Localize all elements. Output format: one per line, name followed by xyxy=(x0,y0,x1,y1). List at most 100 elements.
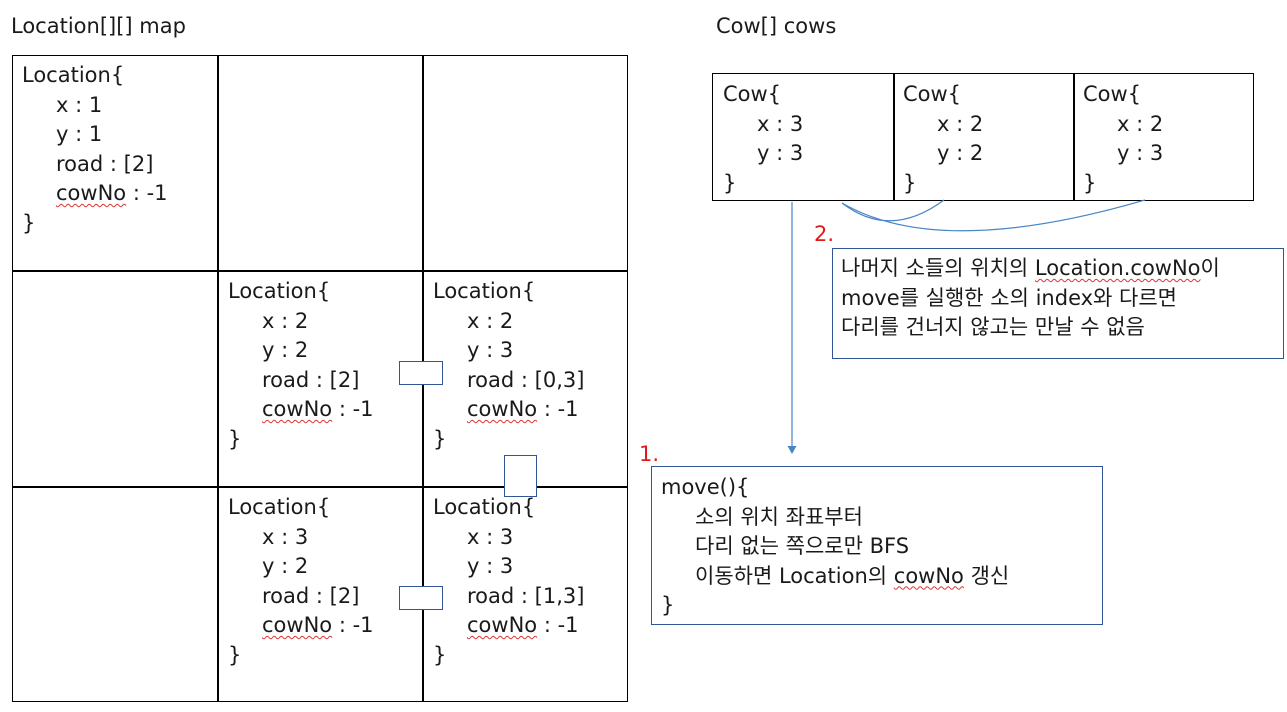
move-open: move(){ xyxy=(661,475,750,499)
map-title: Location[][] map xyxy=(11,14,186,38)
cow-close: } xyxy=(723,170,737,195)
move-line3-b: cowNo xyxy=(893,563,964,588)
note2-line2: move를 실행한 소의 index와 다르면 xyxy=(841,285,1178,310)
location-x: x : 2 xyxy=(262,308,309,333)
road-value: : [0,3] xyxy=(514,367,585,392)
step-number-2: 2. xyxy=(814,222,835,246)
location-cowno: cowNo : -1 xyxy=(433,395,584,425)
note2-line1: 나머지 소들의 위치의 Location.cowNo이 xyxy=(841,254,1283,284)
note-box-comparison: 나머지 소들의 위치의 Location.cowNo이 move를 실행한 소의… xyxy=(832,248,1284,359)
location-x: x : 1 xyxy=(56,92,103,117)
cows-divider xyxy=(893,74,895,200)
location-open: Location{ xyxy=(22,63,125,87)
cow-1: Cow{ x : 2 y : 2 } xyxy=(903,80,983,198)
move-line3-c: 갱신 xyxy=(963,563,1010,588)
location-open: Location{ xyxy=(433,279,536,303)
location-y: y : 1 xyxy=(56,122,103,146)
road-value: : [2] xyxy=(309,583,360,608)
cowno-label: cowNo xyxy=(467,613,538,637)
cows-divider xyxy=(1073,74,1075,200)
connector-curve-cow2 xyxy=(841,199,1146,232)
location-road: road : [2] xyxy=(228,582,374,612)
cowno-label: cowNo xyxy=(56,181,127,205)
move-close: } xyxy=(661,593,675,617)
location-open: Location{ xyxy=(228,495,331,519)
cowno-value: : -1 xyxy=(537,397,579,421)
note-box-move: move(){ 소의 위치 좌표부터 다리 없는 쪽으로만 BFS 이동하면 L… xyxy=(651,466,1103,625)
road-value: : [2] xyxy=(103,151,154,176)
grid-divider xyxy=(13,270,627,272)
cow-close: } xyxy=(1083,170,1097,195)
location-y: y : 3 xyxy=(467,554,514,578)
road-label: road xyxy=(262,583,310,608)
road-label: road xyxy=(467,367,515,392)
cowno-value: : -1 xyxy=(332,397,374,421)
cowno-label: cowNo xyxy=(262,397,333,421)
grid-divider xyxy=(217,56,219,701)
location-close: } xyxy=(228,642,242,667)
road-value: : [1,3] xyxy=(514,583,585,608)
step-number-1: 1. xyxy=(639,442,660,466)
move-line1: 소의 위치 좌표부터 xyxy=(695,504,863,529)
cows-title: Cow[] cows xyxy=(716,14,837,38)
location-cell-3-2: Location{ x : 3 y : 2 road : [2] cowNo :… xyxy=(228,493,374,670)
cow-close: } xyxy=(903,170,917,195)
cow-open: Cow{ xyxy=(723,82,782,106)
road-label: road xyxy=(262,367,310,392)
cow-x: x : 3 xyxy=(757,111,804,136)
location-x: x : 2 xyxy=(467,308,514,333)
cow-y: y : 3 xyxy=(1117,141,1164,165)
road-value: : [2] xyxy=(309,367,360,392)
note2-line1-b: Location.cowNo xyxy=(1034,256,1201,280)
location-open: Location{ xyxy=(228,279,331,303)
cowno-value: : -1 xyxy=(332,613,374,637)
location-road: road : [0,3] xyxy=(433,366,584,396)
location-road: road : [1,3] xyxy=(433,582,584,612)
road-label: road xyxy=(56,151,104,176)
location-cowno: cowNo : -1 xyxy=(228,611,374,641)
cow-x: x : 2 xyxy=(937,111,984,136)
cow-y: y : 2 xyxy=(937,141,984,165)
cowno-value: : -1 xyxy=(537,613,579,637)
bridge-2-2-to-2-3 xyxy=(399,361,443,385)
location-y: y : 3 xyxy=(467,338,514,362)
location-road: road : [2] xyxy=(228,366,374,396)
note2-line1-a: 나머지 소들의 위치의 xyxy=(841,256,1035,280)
cows-array-box xyxy=(712,73,1254,201)
location-cell-2-3: Location{ x : 2 y : 3 road : [0,3] cowNo… xyxy=(433,277,584,454)
location-close: } xyxy=(228,426,242,451)
connector-curve-cow1 xyxy=(841,199,945,222)
note2-line3: 다리를 건너지 않고는 만날 수 없음 xyxy=(841,315,1145,339)
bridge-2-3-to-3-3 xyxy=(504,455,537,497)
cow-open: Cow{ xyxy=(1083,82,1142,106)
road-label: road xyxy=(467,583,515,608)
location-road: road : [2] xyxy=(22,150,168,180)
location-close: } xyxy=(22,210,36,235)
cow-y: y : 3 xyxy=(757,141,804,165)
location-cowno: cowNo : -1 xyxy=(22,179,168,209)
location-cowno: cowNo : -1 xyxy=(433,611,584,641)
cow-open: Cow{ xyxy=(903,82,962,106)
location-cell-3-3: Location{ x : 3 y : 3 road : [1,3] cowNo… xyxy=(433,493,584,670)
location-cowno: cowNo : -1 xyxy=(228,395,374,425)
location-cell-2-2: Location{ x : 2 y : 2 road : [2] cowNo :… xyxy=(228,277,374,454)
grid-divider xyxy=(13,486,627,488)
bridge-3-2-to-3-3 xyxy=(399,586,443,610)
move-line3-a: 이동하면 Location의 xyxy=(695,563,894,588)
location-close: } xyxy=(433,642,447,667)
location-open: Location{ xyxy=(433,495,536,519)
move-line2: 다리 없는 쪽으로만 BFS xyxy=(695,534,910,558)
location-close: } xyxy=(433,426,447,451)
cowno-value: : -1 xyxy=(126,181,168,205)
arrowhead-icon xyxy=(787,446,797,454)
location-x: x : 3 xyxy=(262,524,309,549)
location-cell-1-1: Location{ x : 1 y : 1 road : [2] cowNo :… xyxy=(22,61,168,238)
cow-0: Cow{ x : 3 y : 3 } xyxy=(723,80,803,198)
cowno-label: cowNo xyxy=(262,613,333,637)
location-x: x : 3 xyxy=(467,524,514,549)
move-line3: 이동하면 Location의 cowNo 갱신 xyxy=(661,562,1102,592)
cowno-label: cowNo xyxy=(467,397,538,421)
note2-line1-c: 이 xyxy=(1200,256,1220,280)
location-y: y : 2 xyxy=(262,554,309,578)
